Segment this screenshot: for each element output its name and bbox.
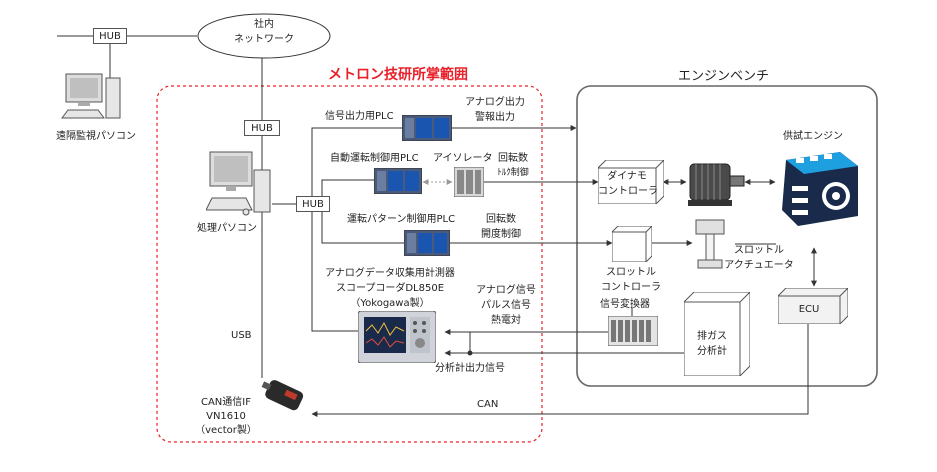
processing-pc-icon (206, 151, 271, 216)
recorder-icon (358, 311, 436, 363)
scope-frame (156, 85, 543, 443)
recorder-label-2: スコープコーダDL850E (335, 283, 445, 294)
usb-label: USB (231, 330, 252, 341)
test-engine-icon (782, 152, 858, 226)
processing-pc-label: 処理パソコン (197, 223, 257, 234)
throttle-ctrl-label-1: スロットル (606, 267, 656, 278)
signals-label-2: パルス信号 (481, 300, 531, 311)
isolator-label: アイソレータ (433, 153, 493, 164)
cloud-label-1: 社内 (254, 19, 274, 30)
plc-auto-label: 自動運転制御用PLC (330, 153, 419, 164)
dynamometer-icon (688, 163, 745, 206)
signal-converter-icon (608, 316, 658, 346)
plc-auto-icon (374, 168, 422, 194)
signals-label-3: 熱電対 (491, 315, 521, 326)
rpm-torque-label-1: 回転数 (498, 153, 528, 164)
cloud-label-2: ネットワーク (234, 34, 294, 45)
analog-out-label-2: 警報出力 (475, 112, 515, 123)
plc-pattern-icon (404, 230, 450, 256)
can-label: CAN (477, 399, 499, 410)
dyno-ctrl-label-1: ダイナモ (607, 171, 647, 182)
engine-label: 供試エンジン (783, 131, 843, 142)
recorder-label-3: （Yokogawa製） (350, 298, 430, 309)
dyno-controller-box (598, 160, 664, 204)
converter-label: 信号変換器 (600, 299, 650, 310)
ecu-box (778, 288, 848, 324)
plc-signal-label: 信号出力用PLC (325, 111, 394, 122)
throttle-actuator-icon (695, 219, 725, 269)
plc-signal-icon (402, 115, 452, 141)
signals-label-1: アナログ信号 (476, 285, 536, 296)
hub-mid: HUB (244, 120, 280, 136)
recorder-label-1: アナログデータ収集用計測器 (325, 268, 455, 279)
rpm-throttle-label-2: 開度制御 (481, 229, 521, 240)
exhaust-label-2: 分析計 (697, 346, 727, 357)
remote-pc-icon (61, 73, 121, 119)
analog-out-label-1: アナログ出力 (465, 97, 525, 108)
analyzer-output-label: 分析計出力信号 (435, 363, 505, 374)
remote-pc-label: 遠隔監視パソコン (56, 131, 136, 142)
can-interface-icon (261, 380, 304, 411)
can-if-label-3: （vector製） (195, 425, 257, 436)
throttle-ctrl-label-2: コントローラ (601, 282, 661, 293)
company-network-cloud (197, 13, 331, 59)
rpm-torque-label-2: ﾄﾙｸ制御 (497, 168, 529, 178)
throttle-controller-box (612, 226, 652, 262)
exhaust-analyzer-box (684, 292, 750, 376)
throttle-actuator-label-2: アクチュエータ (724, 260, 794, 271)
hub-top: HUB (93, 28, 127, 44)
bench-title: エンジンベンチ (678, 69, 770, 84)
throttle-actuator-label-1: スロットル (734, 245, 784, 256)
dyno-ctrl-label-2: コントローラ (598, 186, 658, 197)
can-if-label-1: CAN通信IF (200, 397, 251, 408)
isolator-icon (454, 167, 484, 197)
bench-frame (576, 85, 878, 387)
plc-pattern-label: 運転パターン制御用PLC (347, 214, 456, 225)
rpm-throttle-label-1: 回転数 (486, 214, 516, 225)
hub-left: HUB (296, 196, 330, 212)
can-if-label-2: VN1610 (206, 411, 246, 422)
exhaust-label-1: 排ガス (697, 331, 727, 342)
scope-title: メトロン技研所掌範囲 (328, 67, 468, 83)
ecu-label: ECU (798, 304, 820, 315)
